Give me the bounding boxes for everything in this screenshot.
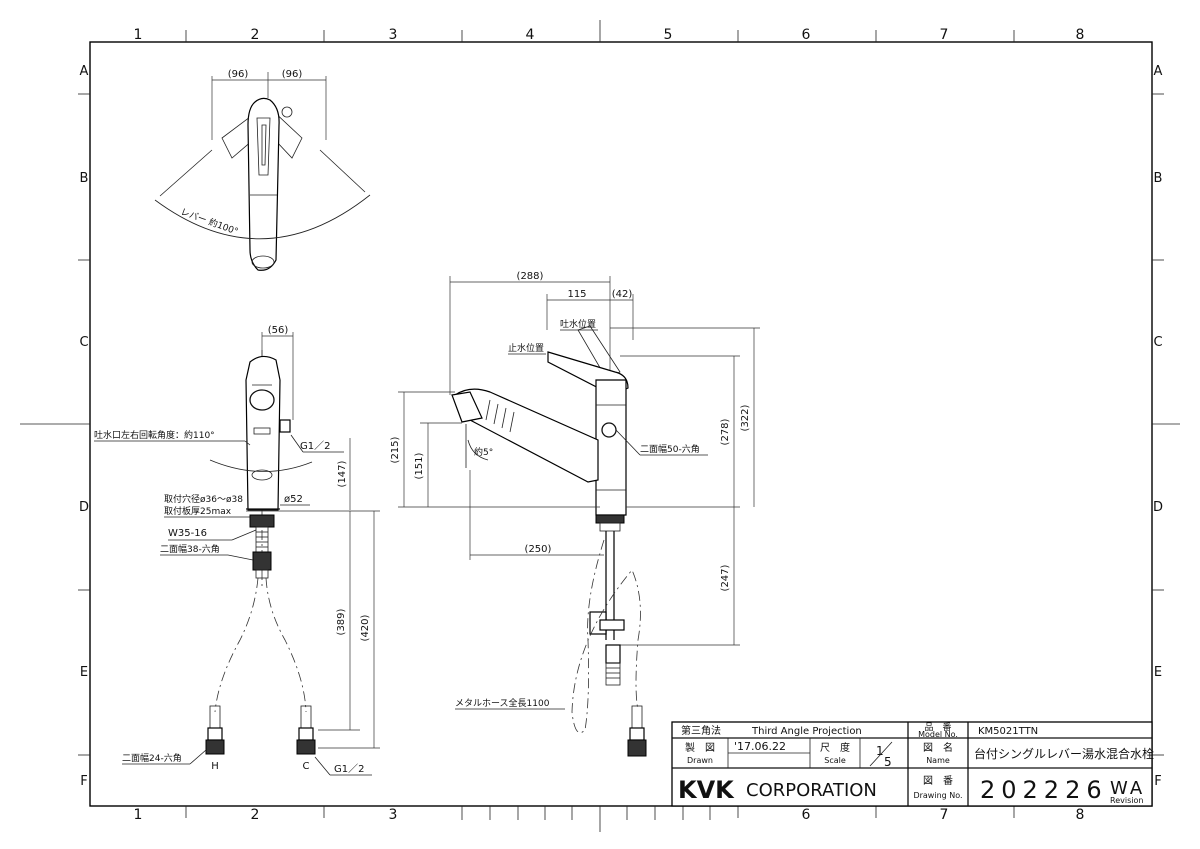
dim-278: (278) [720, 418, 731, 445]
col-label: 3 [389, 27, 398, 43]
row-label: B [1154, 171, 1163, 186]
col-label: 6 [802, 27, 811, 43]
scale-denominator: 5 [884, 755, 892, 769]
rotation-note: 吐水口左右回転角度：約110° [94, 429, 215, 441]
row-label: B [80, 171, 89, 186]
col-label: 6 [802, 807, 811, 823]
dim-250: (250) [525, 544, 552, 555]
dim-247: (247) [720, 564, 731, 591]
dim-389: (389) [336, 608, 347, 635]
dim-288: (288) [517, 271, 544, 282]
col-label: 1 [134, 27, 143, 43]
col-label: 5 [664, 27, 673, 43]
mount-hole: 取付穴径ø36～ø38 [164, 493, 243, 505]
projection-en: Third Angle Projection [751, 726, 862, 737]
col-label: 2 [251, 27, 260, 43]
thread-g12-bottom: G1／2 [334, 763, 364, 775]
revision-code: WA [1110, 778, 1145, 799]
dim-215: (215) [390, 436, 401, 463]
company-name: CORPORATION [746, 780, 877, 801]
spout-open-label: 吐水位置 [560, 318, 596, 330]
label-c: C [303, 761, 310, 772]
row-label: F [1154, 774, 1161, 789]
drawn-jp: 製 図 [685, 741, 715, 754]
front-view: (56) 吐水口左右回転角度：約110° G1／2 (147) ø52 取付穴径… [94, 325, 380, 776]
lever-angle-label: レバー 約100° [179, 206, 240, 238]
mount-thickness: 取付板厚25max [164, 505, 232, 517]
name-jp: 図 名 [923, 741, 953, 754]
row-label: E [80, 665, 88, 680]
spout-stop-label: 止水位置 [508, 342, 544, 354]
hex-24: 二面幅24-六角 [122, 752, 182, 764]
col-label: 7 [940, 27, 949, 43]
row-label: D [1153, 500, 1163, 515]
scale-en: Scale [824, 756, 846, 765]
projection-jp: 第三角法 [681, 724, 721, 737]
row-label: C [1153, 335, 1162, 350]
drawn-en: Drawn [687, 756, 713, 765]
name-en: Name [926, 756, 950, 765]
label-h: H [211, 761, 219, 772]
top-view: (96) (96) レバー 約100° [154, 69, 371, 271]
hex-50: 二面幅50-六角 [640, 443, 700, 455]
row-label: F [80, 774, 87, 789]
col-label: 1 [134, 807, 143, 823]
angle-5: 約5° [474, 446, 493, 458]
dim-96-left: (96) [228, 69, 249, 80]
revision-en: Revision [1110, 796, 1143, 805]
scale-jp: 尺 度 [820, 741, 850, 754]
scale-numerator: 1 [876, 744, 884, 758]
row-label: A [1154, 64, 1163, 79]
dim-147: (147) [337, 460, 348, 487]
dim-42: (42) [612, 289, 633, 300]
dim-322: (322) [740, 404, 751, 431]
hex-38: 二面幅38-六角 [160, 543, 220, 555]
row-label: E [1154, 665, 1162, 680]
drawing-no-en: Drawing No. [913, 791, 962, 800]
model-no-jp: 品 番 [924, 721, 951, 733]
dim-96-right: (96) [282, 69, 303, 80]
dia-52: ø52 [284, 494, 303, 505]
col-label: 4 [526, 27, 535, 43]
col-label: 8 [1076, 27, 1085, 43]
row-label: C [79, 335, 88, 350]
col-label: 8 [1076, 807, 1085, 823]
col-label: 3 [389, 807, 398, 823]
side-view: (288) 115 (42) 吐水位置 止水位置 二面幅50-六角 約5° [390, 271, 760, 757]
row-label: D [79, 500, 89, 515]
nut-thread: W35-16 [168, 528, 207, 539]
dim-420: (420) [360, 614, 371, 641]
dim-115: 115 [567, 289, 586, 300]
company-mark: KVK [678, 776, 735, 804]
product-name: 台付シングルレバー湯水混合水栓 [974, 746, 1154, 761]
grid-row-labels: A B C D E F A B C D E F [79, 64, 1163, 789]
dim-151: (151) [414, 452, 425, 479]
thread-g12-top: G1／2 [300, 440, 330, 452]
grid-column-labels: 1 2 3 4 5 6 7 8 1 2 3 6 7 8 [134, 27, 1085, 823]
drawing-no: 202226 [980, 776, 1108, 804]
drawing-no-jp: 図 番 [923, 775, 953, 787]
col-label: 7 [940, 807, 949, 823]
model-no: KM5021TTN [978, 726, 1038, 737]
col-label: 2 [251, 807, 260, 823]
drawn-date: '17.06.22 [734, 740, 786, 753]
dim-56: (56) [268, 325, 289, 336]
sheet-frame [20, 20, 1180, 832]
model-no-en: Model No. [918, 730, 958, 739]
hose-note: メタルホース全長1100 [455, 697, 550, 709]
row-label: A [80, 64, 89, 79]
title-block: 第三角法 Third Angle Projection 品 番 Model No… [671, 721, 1154, 807]
